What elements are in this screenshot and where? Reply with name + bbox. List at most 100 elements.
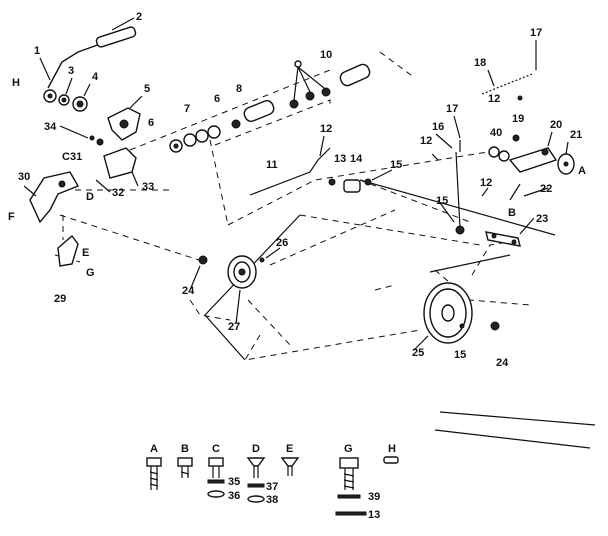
callout-23: 23 xyxy=(536,213,548,225)
letter-d: D xyxy=(86,191,94,203)
bolt-b-shank xyxy=(180,466,190,478)
callout-25: 25 xyxy=(412,347,424,359)
callout-5: 5 xyxy=(144,83,150,95)
hardware-part-39: 39 xyxy=(368,491,380,503)
callout-31: 31 xyxy=(70,151,82,163)
callout-21: 21 xyxy=(570,129,582,141)
hardware-letter-d: D xyxy=(252,443,260,455)
part-handle-lever xyxy=(43,26,137,103)
callout-12a: 12 xyxy=(320,123,332,135)
callout-leader-lines xyxy=(23,17,569,351)
bolt-d-head xyxy=(246,457,266,467)
callout-12d: 12 xyxy=(480,177,492,189)
hardware-letter-c: C xyxy=(212,443,220,455)
callout-33: 33 xyxy=(142,181,154,193)
part-bracket-30 xyxy=(29,171,80,224)
part-rod-11 xyxy=(249,147,331,196)
callout-8: 8 xyxy=(236,83,242,95)
part-spring-18 xyxy=(481,52,537,101)
callout-14: 14 xyxy=(350,153,363,165)
callout-15b: 15 xyxy=(436,195,448,207)
callout-10: 10 xyxy=(320,49,332,61)
callout-6a: 6 xyxy=(148,117,154,129)
part-bracket-5 xyxy=(107,107,141,141)
reference-letters: H C D F E G B A xyxy=(8,77,586,279)
hardware-part-36: 36 xyxy=(228,490,240,502)
part-spacers-6-7-8 xyxy=(169,100,275,153)
bolt-c-head xyxy=(208,457,224,467)
callout-labels: 1 2 3 4 5 6 6 7 8 10 11 12 12 12 12 13 1… xyxy=(18,11,582,369)
hardware-letter-e: E xyxy=(286,443,293,455)
bolt-b-head xyxy=(177,457,193,467)
washer-39 xyxy=(337,494,361,499)
bolt-a-shank xyxy=(149,466,159,490)
part-link-23 xyxy=(431,153,521,247)
callout-16: 16 xyxy=(432,121,444,133)
part-block-33 xyxy=(89,135,137,179)
callout-15c: 15 xyxy=(454,349,466,361)
letter-b: B xyxy=(508,207,516,219)
hardware-part-35: 35 xyxy=(228,476,240,488)
callout-1: 1 xyxy=(34,45,40,57)
pin-13 xyxy=(335,511,367,516)
callout-32: 32 xyxy=(112,187,124,199)
callout-11: 11 xyxy=(266,159,278,171)
hardware-letter-g: G xyxy=(344,443,353,455)
callout-20: 20 xyxy=(550,119,562,131)
hardware-letter-a: A xyxy=(150,443,158,455)
callout-15a: 15 xyxy=(390,159,402,171)
part-pulley-25 xyxy=(423,282,500,344)
part-small-fittings-13-14 xyxy=(328,178,372,193)
callout-17b: 17 xyxy=(446,103,458,115)
nut-36 xyxy=(207,490,225,498)
hardware-part-38: 38 xyxy=(266,494,278,506)
callout-24a: 24 xyxy=(182,285,195,297)
bolt-e-shank xyxy=(287,466,293,476)
callout-3: 3 xyxy=(68,65,74,77)
part-bracket-29 xyxy=(57,234,79,267)
washer-35 xyxy=(207,479,225,484)
callout-27: 27 xyxy=(228,321,240,333)
nut-38 xyxy=(247,495,265,503)
hardware-part-37: 37 xyxy=(266,481,278,493)
callout-40: 40 xyxy=(490,127,502,139)
callout-34: 34 xyxy=(44,121,57,133)
callout-4: 4 xyxy=(92,71,99,83)
callout-12b: 12 xyxy=(420,135,432,147)
hardware-part-13: 13 xyxy=(368,509,380,521)
letter-c: C xyxy=(62,151,70,163)
letter-g: G xyxy=(86,267,95,279)
part-wheel-27 xyxy=(198,255,265,289)
bolt-h xyxy=(383,456,399,464)
letter-a: A xyxy=(578,165,586,177)
callout-2: 2 xyxy=(136,11,142,23)
callout-19: 19 xyxy=(512,113,524,125)
callout-7: 7 xyxy=(184,103,190,115)
bolt-a-head xyxy=(146,457,162,467)
part-linkage-16-20-21 xyxy=(455,134,575,229)
bolt-d-shank xyxy=(253,466,259,478)
bolt-c-shank xyxy=(212,466,220,478)
bolt-g-shank xyxy=(343,468,355,490)
callout-6b: 6 xyxy=(214,93,220,105)
hardware-legend: A B C 35 36 D 37 38 E G 39 13 H xyxy=(146,443,399,521)
frame-outline-lines xyxy=(204,179,596,449)
callout-24b: 24 xyxy=(496,357,509,369)
letter-h: H xyxy=(12,77,20,89)
part-washers-3-4 xyxy=(58,94,88,112)
part-spring-assembly-10 xyxy=(289,60,371,109)
bolt-g-head xyxy=(339,457,359,469)
callout-26: 26 xyxy=(276,237,288,249)
hardware-letter-h: H xyxy=(388,443,396,455)
callout-30: 30 xyxy=(18,171,30,183)
hardware-letter-b: B xyxy=(181,443,189,455)
washer-37 xyxy=(247,483,265,488)
callout-13: 13 xyxy=(334,153,346,165)
callout-29: 29 xyxy=(54,293,66,305)
letter-f: F xyxy=(8,211,15,223)
letter-e: E xyxy=(82,247,89,259)
callout-18: 18 xyxy=(474,57,486,69)
callout-17a: 17 xyxy=(530,27,542,39)
bolt-e-head xyxy=(280,457,300,467)
